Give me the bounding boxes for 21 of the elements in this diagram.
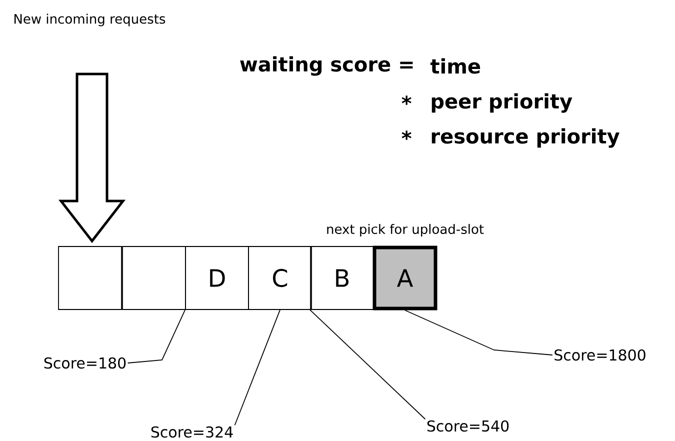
score-label: Score=180 <box>44 357 126 369</box>
queue-slot: D <box>185 246 249 310</box>
queue-slot: C <box>248 246 312 310</box>
formula-text: * <box>402 130 412 140</box>
leader-line <box>127 310 186 364</box>
score-label: Score=324 <box>151 426 233 438</box>
queue-slot <box>122 246 186 310</box>
formula-text: time <box>430 58 480 74</box>
leader-line <box>234 310 280 426</box>
formula-text: peer priority <box>432 93 572 113</box>
queue-slot: A <box>372 246 438 310</box>
slot-caption: next pick for upload-slot <box>327 224 484 237</box>
formula-text: * <box>402 96 412 105</box>
score-label: Score=1800 <box>554 349 646 361</box>
leader-line <box>404 310 553 356</box>
formula-text: waiting score = <box>240 56 413 76</box>
score-label: Score=540 <box>427 420 509 432</box>
caption-text: New incoming requests <box>14 14 166 26</box>
queue-slot <box>58 246 122 310</box>
leader-line <box>310 310 426 420</box>
formula-text: resource priority <box>432 128 620 148</box>
